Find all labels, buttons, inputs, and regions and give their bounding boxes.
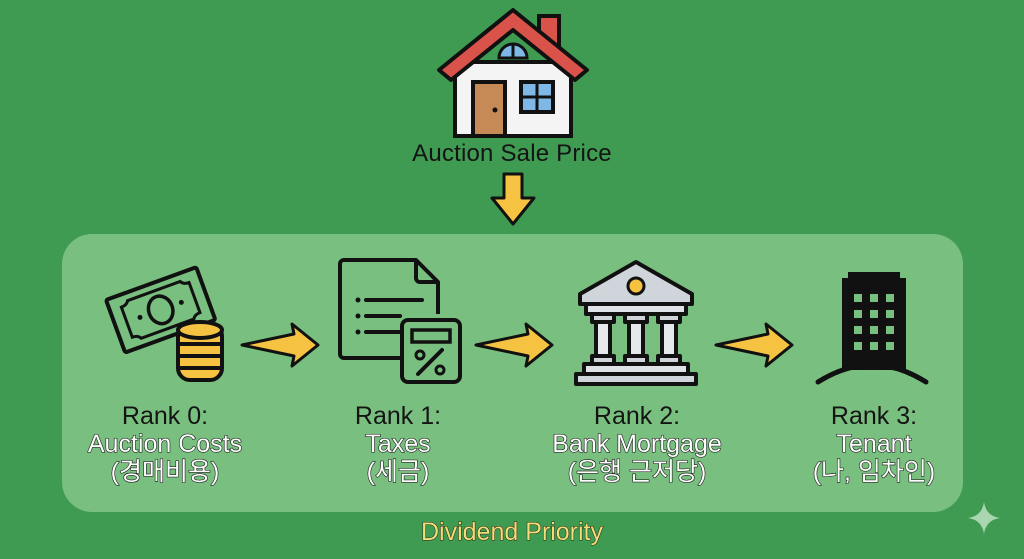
right-arrow-icon (714, 322, 794, 368)
rank-title: Rank 0: (121, 402, 209, 430)
rank-korean: (세금) (366, 457, 430, 486)
rank-2-label: Rank 2: Bank Mortgage (은행 근저당) (517, 402, 757, 487)
money-coins-icon (104, 265, 224, 382)
rank-name: Tenant (836, 429, 912, 458)
auction-sale-price-label: Auction Sale Price (412, 140, 612, 167)
bank-icon (574, 260, 698, 386)
tax-document-calculator-icon (338, 258, 462, 384)
rank-title: Rank 3: (830, 402, 918, 430)
dividend-priority-label: Dividend Priority (420, 518, 603, 547)
sparkle-icon (968, 502, 1000, 534)
rank-title: Rank 2: (593, 402, 681, 430)
rank-korean: (나, 임차인) (812, 457, 936, 486)
rank-name: Taxes (365, 429, 431, 458)
rank-name: Auction Costs (87, 429, 243, 458)
down-arrow-icon (490, 172, 536, 226)
apartment-building-icon (815, 272, 929, 385)
rank-0-label: Rank 0: Auction Costs (경매비용) (45, 402, 285, 487)
rank-korean: (은행 근저당) (567, 457, 707, 486)
right-arrow-icon (474, 322, 554, 368)
rank-name: Bank Mortgage (552, 429, 723, 458)
rank-title: Rank 1: (354, 402, 442, 430)
house-icon (437, 8, 589, 138)
rank-1-label: Rank 1: Taxes (세금) (278, 402, 518, 487)
right-arrow-icon (240, 322, 320, 368)
rank-korean: (경매비용) (110, 457, 220, 486)
rank-3-label: Rank 3: Tenant (나, 임차인) (754, 402, 994, 487)
